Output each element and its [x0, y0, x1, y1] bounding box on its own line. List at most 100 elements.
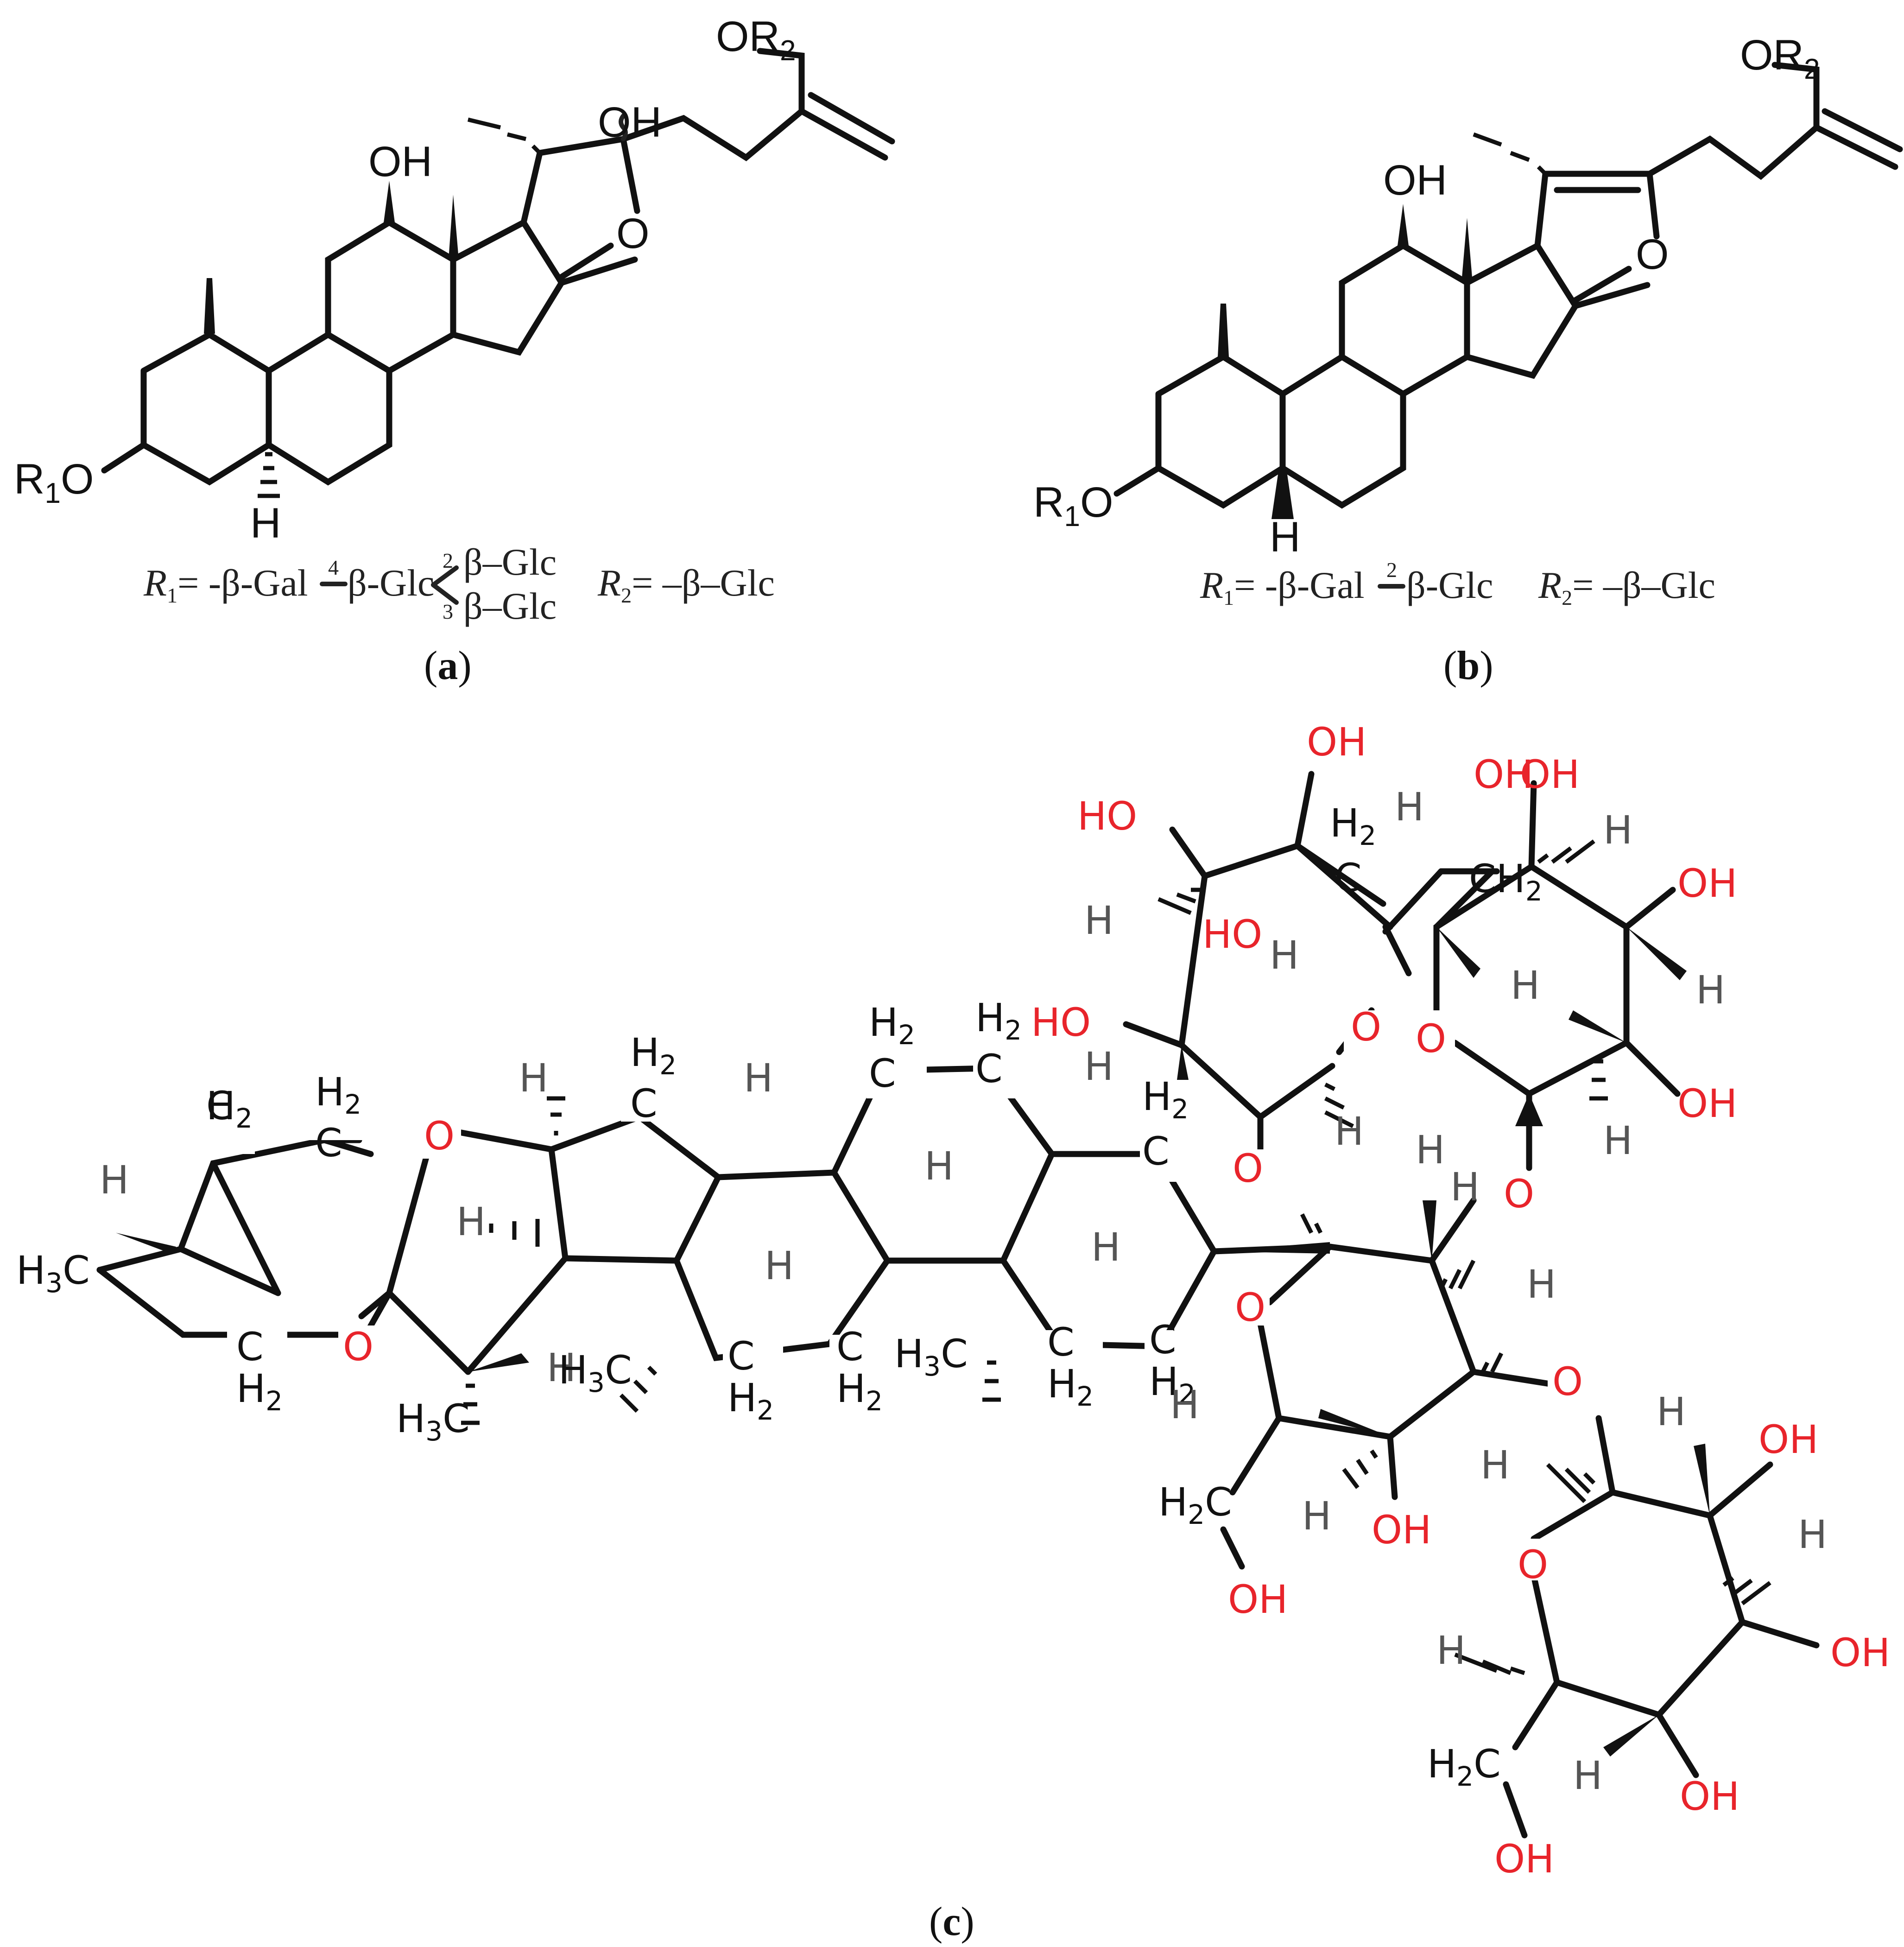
- panel-b-ring-o-label: O: [1636, 231, 1669, 278]
- panel-c-h-gal-1: H: [1416, 1127, 1445, 1173]
- panel-c-ch2-s2: CH2: [1469, 856, 1543, 907]
- panel-a-r1-definition: R1= -β-Gal: [143, 562, 308, 607]
- panel-b-r1o-label: R1O: [1033, 479, 1113, 533]
- panel-c-caption: (c): [929, 1899, 974, 1944]
- panel-c-hash-bonds: [461, 839, 1771, 1675]
- panel-c-h-s2-d: H: [1603, 1118, 1632, 1163]
- panel-a-glc-top: β–Glc: [463, 541, 557, 583]
- panel-a-h5-label: H: [250, 500, 281, 547]
- panel-b-link-2: 2: [1386, 558, 1397, 582]
- panel-c-h-c9: H: [765, 1243, 794, 1288]
- panel-a-oh-label: OH: [598, 99, 662, 146]
- panel-a-structure: OR2 OH OH O R1O H: [14, 13, 895, 547]
- panel-c-h-c3: H: [1091, 1224, 1120, 1270]
- panel-b-r2-definition: R2= –β–Glc: [1538, 564, 1715, 609]
- panel-c-h-c17: H: [456, 1199, 486, 1244]
- panel-c-h2c-gal-6: H2C: [1158, 1479, 1232, 1530]
- panel-c-oh-s2-low: OH: [1677, 1081, 1737, 1126]
- panel-a-formula: R1= -β-Gal 4 β-Glc 2 3 β–Glc β–Glc R2= –…: [143, 541, 775, 627]
- panel-b-or2-label: OR2: [1740, 32, 1820, 85]
- panel-a-link-4: 4: [328, 556, 339, 579]
- panel-c-oh-gal-4: OH: [1372, 1507, 1431, 1553]
- panel-c-h-gal-4: H: [1302, 1493, 1331, 1539]
- panel-b-r1-definition: R1= -β-Gal: [1200, 564, 1365, 609]
- panel-c-h-s1-a: H: [1084, 898, 1113, 943]
- panel-c-oh-s3-c: OH: [1680, 1774, 1740, 1819]
- panel-c-h-s3-a: H: [1657, 1389, 1686, 1434]
- panel-c-h2c-s3: H2C: [1427, 1741, 1501, 1792]
- panel-c-h-c14: H: [744, 1055, 773, 1101]
- panel-c-o-s3-ring: O: [1518, 1542, 1548, 1587]
- panel-b-12-oh-label: OH: [1383, 157, 1447, 204]
- panel-c-h-c20: H: [547, 1345, 576, 1390]
- panel-c-h-s3-b: H: [1480, 1442, 1510, 1488]
- panel-a-ring-o-label: O: [616, 210, 650, 257]
- panel-c-h-s2-b: H: [1696, 967, 1725, 1013]
- panel-c-o-gal-ring: O: [1235, 1285, 1265, 1330]
- panel-c-h-s1-b: H: [1270, 932, 1299, 978]
- panel-a-branch-2: 2: [443, 549, 453, 572]
- panel-c-h-s1-c: H: [1395, 784, 1424, 830]
- panel-c-h3c-19: H3C: [894, 1331, 968, 1382]
- panel-a-r1o-label: R1O: [14, 456, 94, 509]
- panel-a-c21-hash: [467, 117, 542, 155]
- panel-c-o-link-right: O: [1504, 1171, 1534, 1217]
- panel-c-ho-s1-left: HO: [1077, 793, 1137, 839]
- panel-c-o-spiro-bottom: O: [343, 1324, 373, 1370]
- panel-b-formula: R1= -β-Gal 2 β-Glc R2= –β–Glc: [1200, 558, 1715, 609]
- panel-a-glc-middle: β-Glc: [348, 562, 434, 604]
- panel-c-oh-s1-top: OH: [1307, 719, 1366, 765]
- panel-c-h-c8: H: [924, 1143, 954, 1189]
- panel-c-oh-s3-a: OH: [1759, 1417, 1818, 1462]
- panel-c-oh-s3-b: OH: [1830, 1630, 1890, 1675]
- panel-a-12-oh-label: OH: [368, 138, 432, 185]
- panel-b-caption: (b): [1443, 643, 1493, 688]
- panel-c-oh-s3-d: OH: [1494, 1836, 1554, 1882]
- panel-c-h-s3-c: H: [1798, 1512, 1827, 1557]
- panel-a-glc-bottom: β–Glc: [463, 585, 557, 627]
- panel-c-ch2-24: H2C: [206, 1083, 253, 1134]
- panel-c-oh-gal-6: OH: [1228, 1577, 1288, 1622]
- panel-c-h-s3-d: H: [1436, 1628, 1466, 1673]
- panel-c-h3c-21: H3C: [396, 1396, 470, 1447]
- panel-c-h-c16: H: [519, 1055, 548, 1101]
- panel-c-h-s3-e: H: [1573, 1753, 1602, 1798]
- panel-c-h-s1-d: H: [1335, 1109, 1364, 1154]
- panel-a-or2-label: OR2: [716, 13, 796, 67]
- panel-a-r2-definition: R2= –β–Glc: [597, 562, 775, 607]
- panel-c-h-c25: H: [100, 1157, 129, 1203]
- panel-c-o-s2-ring: O: [1416, 1016, 1446, 1061]
- panel-c-o-s1-ring: O: [1351, 1004, 1381, 1050]
- panel-c-h-gal-5: H: [1170, 1382, 1199, 1427]
- panel-c-h-s2-a: H: [1603, 807, 1632, 853]
- panel-c-oh-s2-top: OH: [1474, 752, 1533, 797]
- panel-c-o-link-top: O: [1233, 1146, 1263, 1191]
- panel-c-structure: H3C H H2C H2C CH2 O O H H3C H H H2C H H3…: [14, 719, 1890, 1882]
- panel-c-h3c-18: H3C: [558, 1347, 632, 1398]
- panel-b-c21-hash: [1473, 132, 1547, 176]
- panel-b-structure: OR2 OH O R1O H: [1033, 32, 1903, 561]
- panel-c-h-s2-e: H: [1450, 1164, 1480, 1210]
- panel-b-glc-middle: β-Glc: [1406, 564, 1493, 606]
- panel-c-h-c5: H: [1084, 1044, 1113, 1089]
- panel-a-h5-hash: [258, 452, 280, 498]
- panel-b-h5-label: H: [1270, 514, 1300, 561]
- panel-a-caption: (a): [424, 643, 472, 688]
- panel-c-o-link-glc3: O: [1552, 1359, 1583, 1404]
- panel-a-branch-3: 3: [443, 600, 453, 623]
- panel-c-o-spiro-top: O: [424, 1113, 455, 1159]
- panel-c-oh-s2-top2: OH: [1520, 752, 1580, 797]
- panel-c-h-gal-3: H: [1527, 1262, 1556, 1307]
